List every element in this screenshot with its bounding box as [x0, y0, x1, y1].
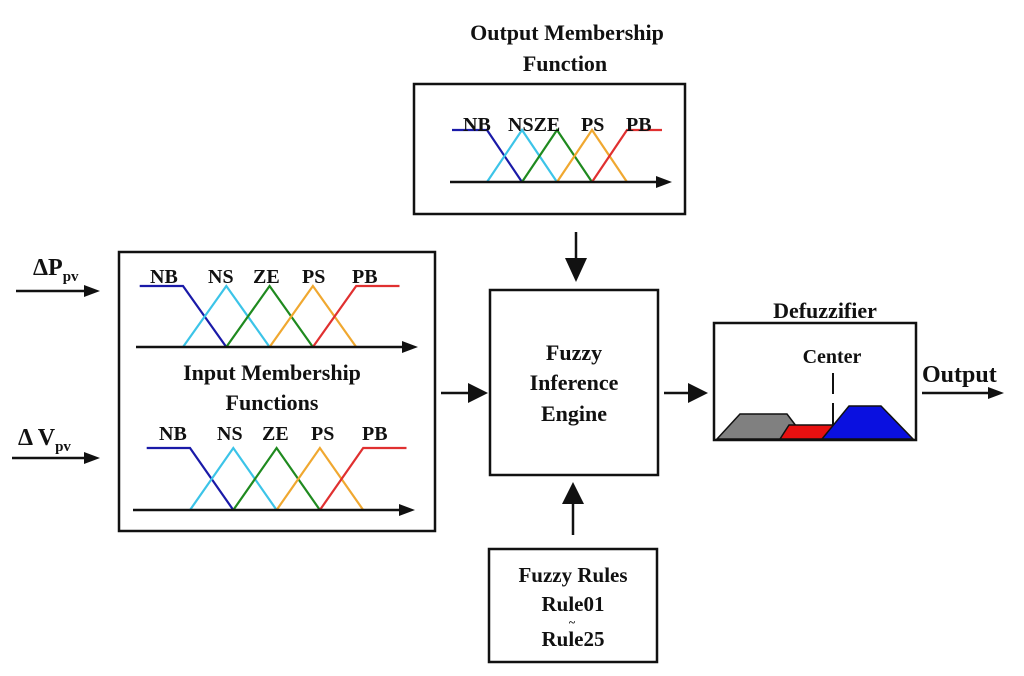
center-label: Center	[803, 346, 862, 368]
inference-line2: Inference	[530, 370, 619, 395]
output-mf-plot	[450, 128, 672, 188]
input-mf-dv-curve-ze	[232, 446, 321, 511]
output-mf-axis-arrowhead	[656, 176, 672, 188]
input-mf-dp-label-nb: NB	[150, 266, 178, 288]
arrowhead-up	[562, 482, 584, 504]
input-mf-title-line2: Functions	[226, 390, 319, 415]
fuzzy-rules-box	[487, 547, 659, 664]
input-mf-dv-curve-ps	[275, 446, 365, 511]
input-mf-dp-curve-ze	[225, 284, 314, 348]
input-mf-dp-curve-pb	[312, 284, 400, 348]
output-mf-label-ps: PS	[581, 114, 604, 136]
output-mf-curve-ze	[521, 128, 593, 183]
rules-first: Rule01	[542, 592, 605, 616]
arrowhead-down	[565, 258, 587, 282]
defuzzifier-title: Defuzzifier	[773, 298, 877, 323]
rules-title: Fuzzy Rules	[518, 563, 627, 587]
inference-line3: Engine	[541, 401, 607, 426]
output-mf-curve-ps	[556, 128, 628, 183]
inference-engine-box	[488, 288, 660, 477]
input-mf-dp-curve-nb	[139, 284, 228, 348]
input-mf-dv-curve-nb	[146, 446, 235, 511]
input-mf-dv-label-pb: PB	[362, 423, 388, 445]
output-mf-title-line1: Output Membership	[470, 20, 664, 45]
output-label: Output	[922, 362, 997, 388]
output-mf-label-nsze: NSZE	[508, 114, 560, 136]
output-mf-curve-nb	[452, 128, 523, 183]
input-mf-dv-label-ns: NS	[217, 423, 243, 445]
input-mf-dp-plot	[136, 284, 418, 353]
input-mf-dp-label-ns: NS	[208, 266, 234, 288]
input-mf-box	[117, 250, 437, 533]
arrowhead-output	[988, 387, 1004, 399]
arrowhead-dv	[84, 452, 100, 464]
input-mf-dv-label-ze: ZE	[262, 423, 289, 445]
arrowhead-dp	[84, 285, 100, 297]
output-mf-curve-ns	[486, 128, 558, 183]
defuzz-shape-right	[820, 405, 915, 440]
arrowhead-right-2	[688, 383, 708, 403]
input-dv-label: Δ Vpv	[18, 425, 71, 455]
arrowhead-right-1	[468, 383, 488, 403]
input-mf-dv-plot	[133, 446, 415, 516]
output-mf-title-line2: Function	[523, 51, 607, 76]
input-mf-title-line1: Input Membership	[183, 360, 361, 385]
rules-last: Rule25	[542, 627, 605, 651]
input-mf-dv-label-nb: NB	[159, 423, 187, 445]
input-mf-dp-curve-ns	[182, 284, 271, 348]
input-mf-dp-label-ze: ZE	[253, 266, 280, 288]
output-mf-label-nb: NB	[463, 114, 491, 136]
rules-tilde: ~	[569, 615, 576, 629]
input-mf-dp-label-ps: PS	[302, 266, 325, 288]
input-mf-dp-axis-arrowhead	[402, 341, 418, 353]
input-mf-dv-axis-arrowhead	[399, 504, 415, 516]
input-mf-dp-label-pb: PB	[352, 266, 378, 288]
input-mf-dv-curve-ns	[189, 446, 278, 511]
output-mf-curve-pb	[591, 128, 662, 183]
input-mf-dp-curve-ps	[268, 284, 358, 348]
output-mf-box	[412, 82, 687, 216]
input-mf-dv-label-ps: PS	[311, 423, 334, 445]
input-mf-dv-curve-pb	[318, 446, 407, 511]
output-mf-label-pb: PB	[626, 114, 652, 136]
inference-line1: Fuzzy	[546, 340, 602, 365]
input-dp-label: ΔPpv	[33, 255, 79, 285]
